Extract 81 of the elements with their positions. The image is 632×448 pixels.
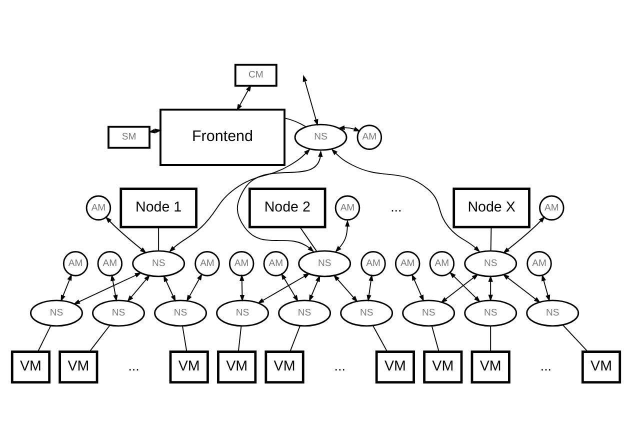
node-box: VM — [423, 350, 463, 383]
node-circle: AM — [62, 250, 88, 276]
arrow — [60, 273, 72, 302]
arrow — [110, 274, 118, 302]
arrow — [331, 148, 480, 252]
arrow — [236, 150, 323, 252]
arrow — [280, 272, 298, 302]
connector — [372, 324, 388, 352]
connector — [238, 325, 242, 352]
node-ellipse: NS — [216, 299, 269, 326]
connector — [182, 325, 188, 352]
node-ellipse: NS — [340, 299, 394, 326]
arrow — [127, 274, 150, 302]
node-circle: AM — [526, 250, 552, 276]
node-circle: AM — [539, 194, 564, 220]
node-ellipse: NS — [464, 250, 518, 277]
arrow — [502, 273, 541, 303]
arrow — [257, 272, 310, 304]
arrow — [338, 124, 360, 131]
label: ... — [390, 198, 402, 214]
node-ellipse: NS — [464, 299, 518, 326]
arrow — [542, 274, 550, 302]
arrow — [333, 274, 358, 302]
arrow — [502, 216, 546, 253]
connector — [290, 324, 300, 352]
node-circle: AM — [194, 250, 220, 276]
arrow — [302, 74, 318, 126]
arrow — [163, 274, 176, 302]
node-box: VM — [10, 350, 51, 383]
arrow — [449, 271, 481, 302]
arrow — [105, 216, 147, 253]
arrow — [335, 219, 350, 252]
arrow — [186, 272, 202, 302]
node-circle: AM — [360, 250, 386, 276]
node-box: Frontend — [160, 108, 286, 166]
arrow — [240, 274, 245, 302]
arrow — [440, 273, 479, 303]
node-ellipse: NS — [154, 299, 207, 326]
node-box: VM — [375, 350, 415, 383]
connector — [300, 226, 318, 252]
label: ... — [128, 358, 140, 374]
node-box: CM — [234, 63, 278, 86]
node-circle: AM — [429, 250, 455, 276]
node-ellipse: NS — [278, 299, 332, 326]
label: ... — [540, 358, 552, 374]
node-ellipse: NS — [402, 299, 456, 326]
connector — [284, 117, 306, 127]
arrow — [236, 84, 252, 110]
node-ellipse: NS — [92, 299, 145, 326]
connector — [562, 324, 588, 352]
node-box: VM — [58, 350, 98, 383]
node-box: Node X — [452, 187, 530, 228]
label: ... — [334, 358, 346, 374]
node-box: VM — [217, 350, 257, 383]
node-circle: AM — [228, 250, 254, 276]
node-circle: AM — [334, 194, 360, 220]
node-box: Node 2 — [248, 187, 326, 228]
arrow — [309, 274, 320, 302]
node-box: VM — [470, 350, 510, 383]
node-box: VM — [581, 350, 622, 383]
arrow — [488, 274, 493, 301]
connector — [89, 324, 110, 352]
node-circle: AM — [356, 124, 382, 150]
node-box: Node 1 — [120, 187, 198, 228]
node-box: VM — [264, 350, 304, 383]
node-ellipse: NS — [526, 299, 580, 326]
node-box: VM — [169, 350, 209, 383]
arrow — [366, 274, 374, 302]
arrow — [73, 272, 142, 304]
connector — [490, 226, 492, 251]
arrow — [412, 273, 424, 302]
node-circle: AM — [394, 250, 420, 276]
connector — [490, 325, 492, 352]
connector — [158, 226, 160, 251]
arrow — [168, 148, 310, 252]
node-circle: AM — [86, 194, 112, 220]
connector — [431, 324, 440, 352]
node-box: SM — [108, 125, 150, 148]
node-circle: AM — [97, 250, 123, 276]
connector — [37, 324, 52, 352]
node-circle: AM — [263, 250, 289, 276]
